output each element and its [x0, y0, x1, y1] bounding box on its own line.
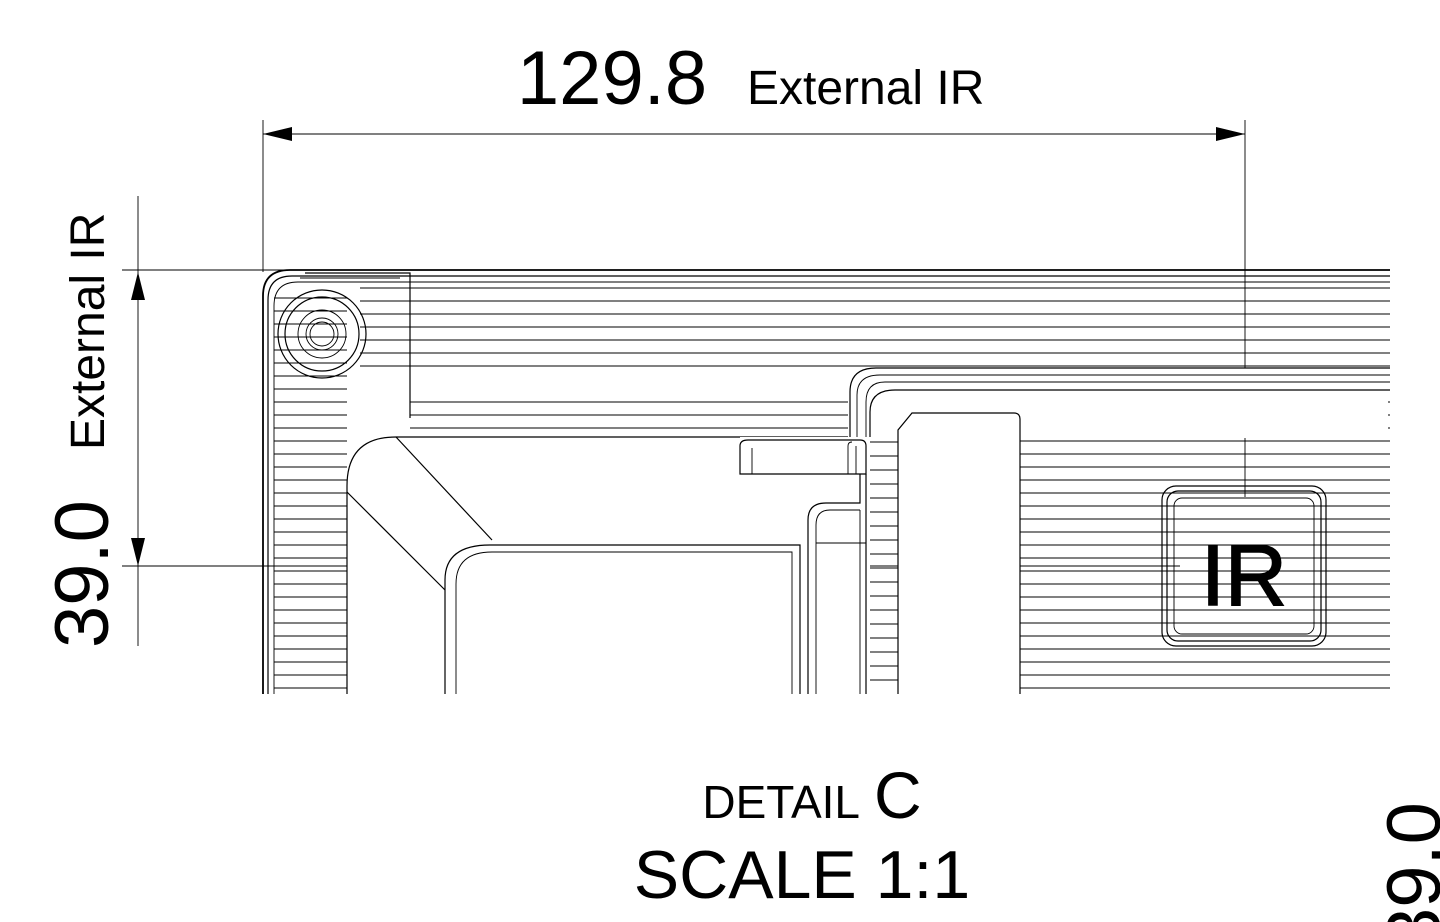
left-pocket — [346, 436, 850, 695]
detail-scale: SCALE 1:1 — [634, 837, 970, 913]
detail-caption: DETAIL C SCALE 1:1 — [634, 758, 970, 913]
part-outline — [262, 269, 1390, 694]
vertical-dimension-label: External IR — [62, 213, 115, 450]
dimension-arrow-right — [1216, 127, 1245, 141]
detail-letter: C — [874, 758, 922, 832]
vertical-dimension-value: 39.0 — [40, 500, 125, 648]
cropped-dimension-value: 39.0 — [1372, 802, 1440, 922]
detail-prefix: DETAIL — [702, 776, 860, 828]
horizontal-dimension: 129.8 External IR — [262, 36, 1246, 497]
horizontal-dimension-label: External IR — [747, 62, 984, 115]
horizontal-dimension-value: 129.8 — [517, 36, 707, 121]
latch-clip — [739, 437, 870, 695]
screw-boss — [277, 289, 367, 379]
ir-badge-text: IR — [1201, 528, 1287, 624]
dimension-arrow-down — [131, 538, 145, 566]
right-slot — [897, 412, 1021, 695]
dimension-arrow-up — [131, 272, 145, 300]
dimension-arrow-left — [263, 127, 292, 141]
ir-badge: IR — [1161, 485, 1327, 647]
